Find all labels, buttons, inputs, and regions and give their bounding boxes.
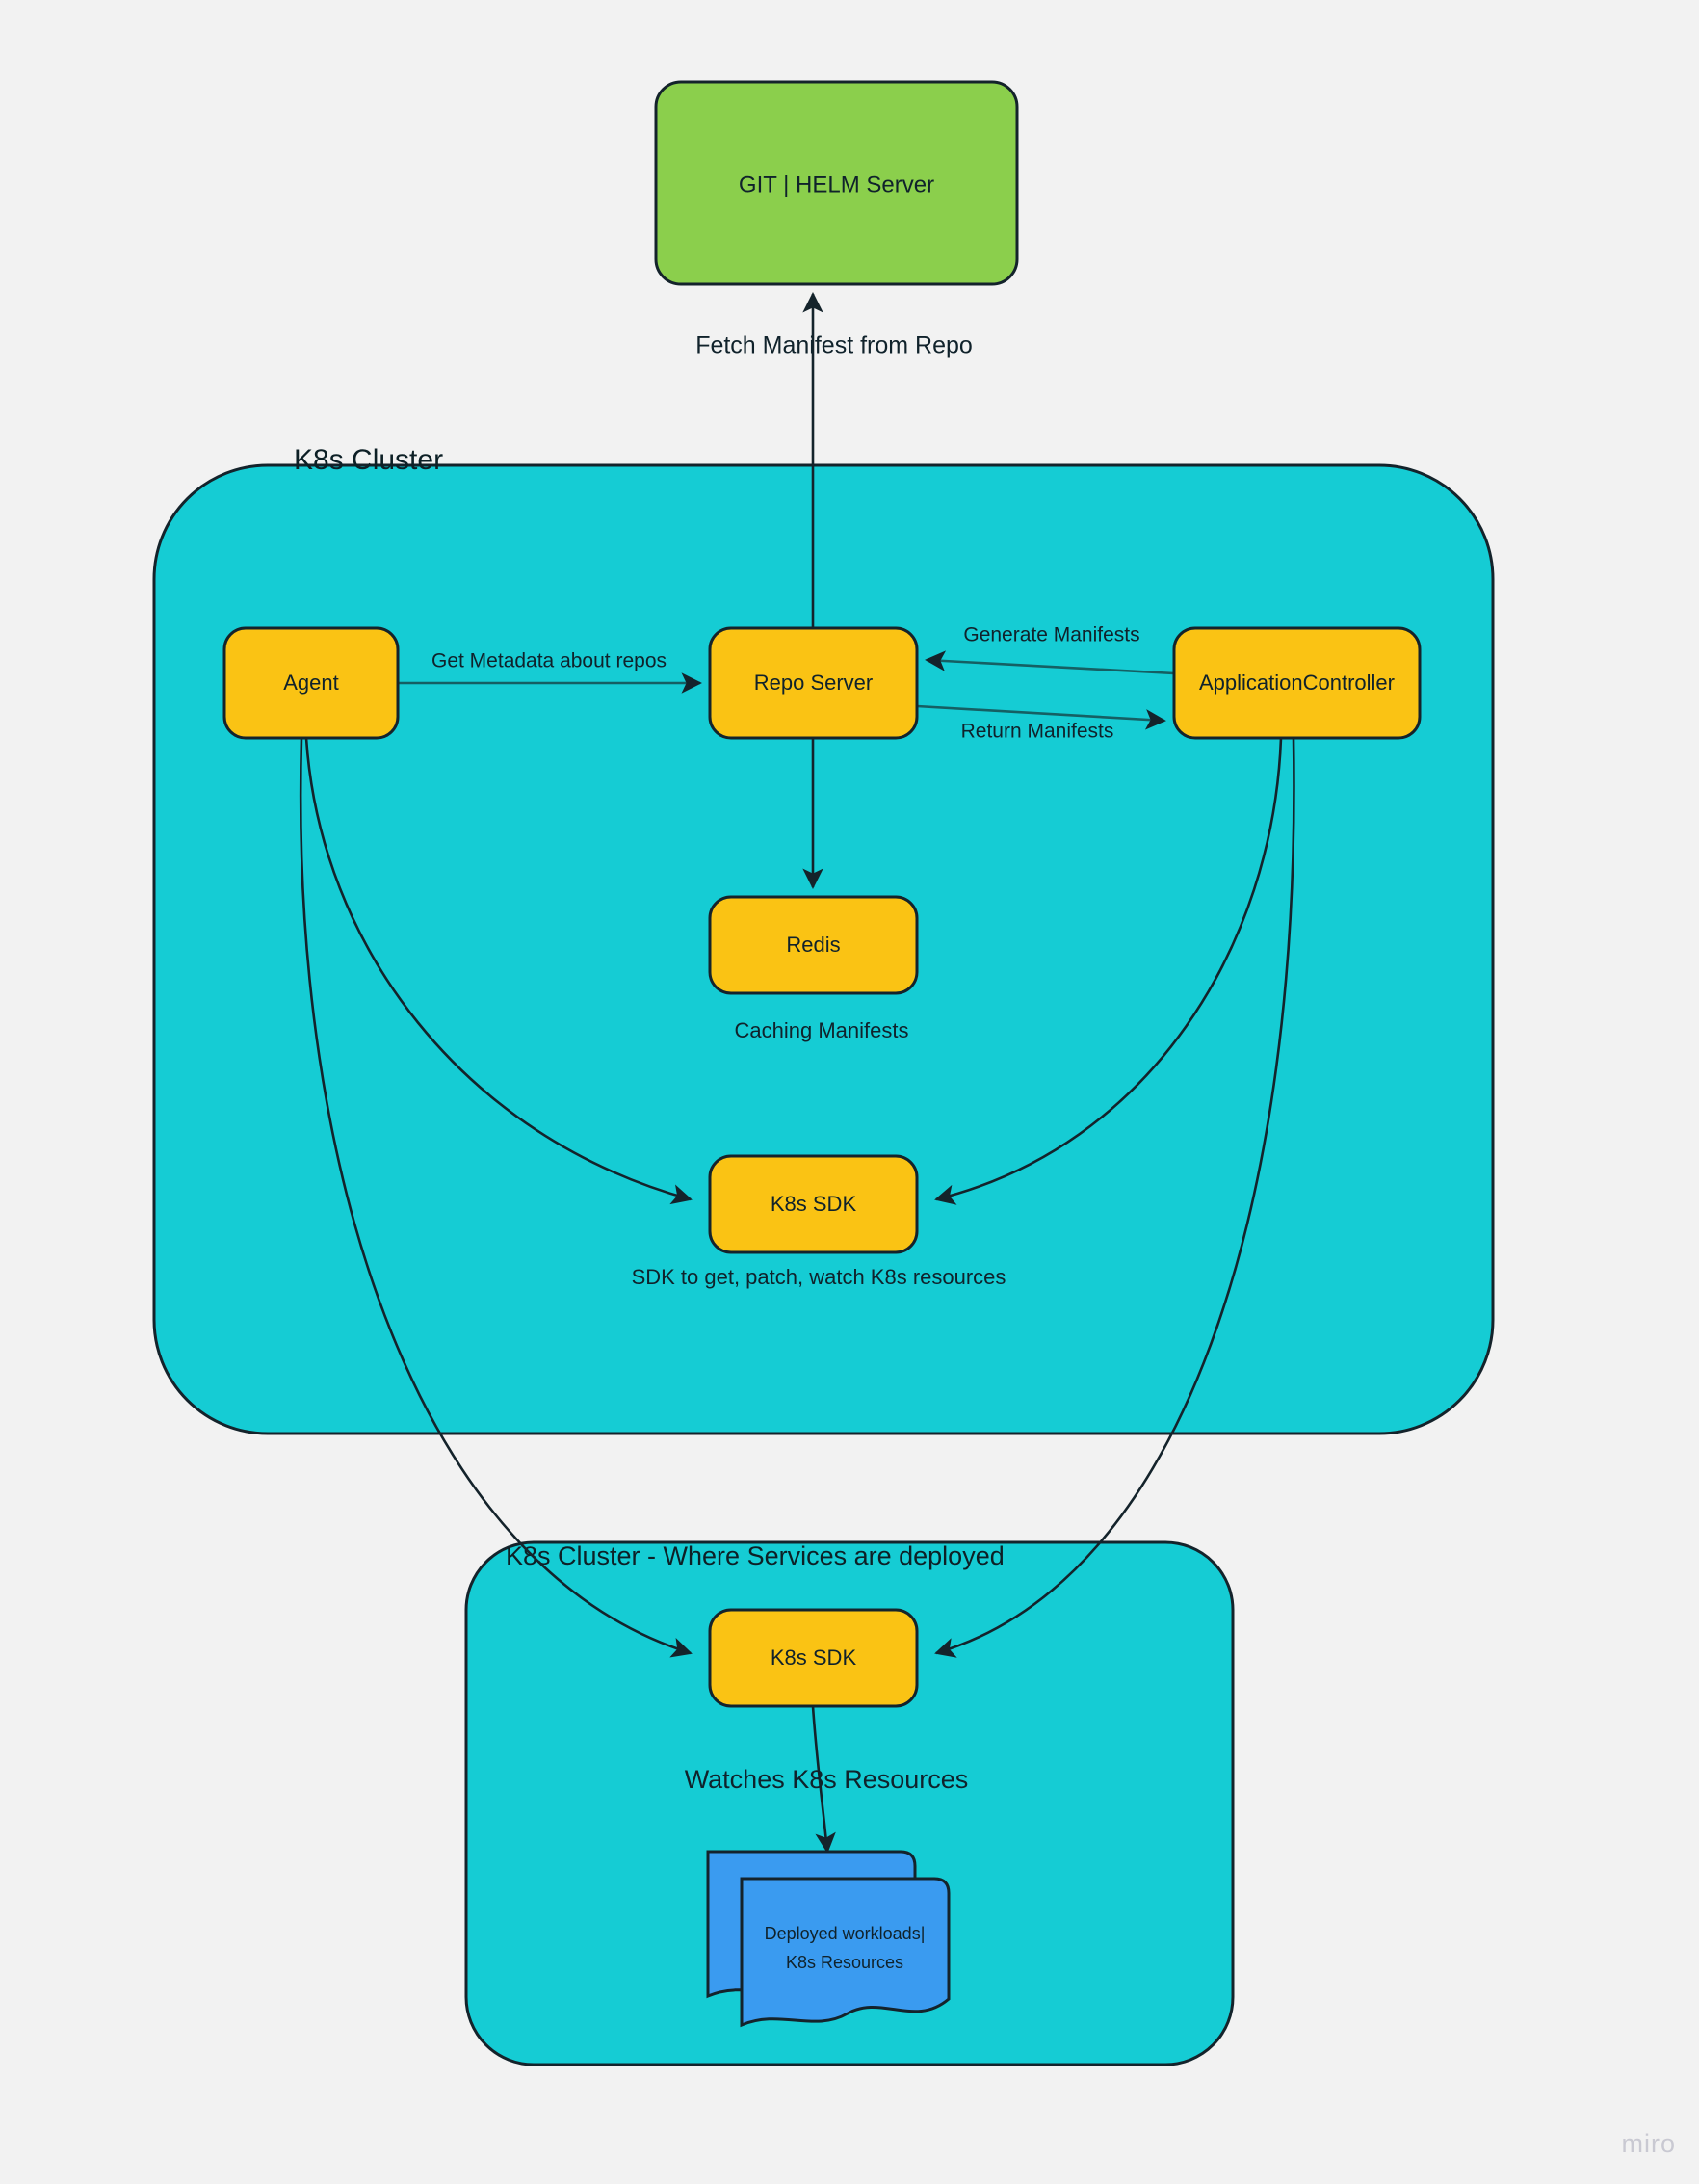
node-k8s-sdk-lower-label: K8s SDK	[771, 1645, 857, 1670]
edge-appctrl-to-sdk-lower-path	[934, 737, 1295, 1658]
cluster-k8s-cluster-services-title: K8s Cluster - Where Services are deploye…	[506, 1541, 1005, 1570]
node-deployed-workloads[interactable]: Deployed workloads| K8s Resources	[706, 1850, 951, 2028]
edge-agent-to-sdk-lower-path	[299, 737, 693, 1658]
edge-appctrl-to-sdk-upper-path	[934, 737, 1283, 1205]
node-application-controller-shape[interactable]	[1172, 626, 1422, 740]
caption-caching-manifests: Caching Manifests	[735, 1018, 909, 1042]
cluster-k8s-cluster-title: K8s Cluster	[294, 444, 443, 476]
edge-label-return-manifests: Return Manifests	[961, 721, 1114, 743]
edge-generate-manifests[interactable]	[925, 650, 1175, 675]
edge-return-manifests-path	[916, 704, 1166, 730]
edge-watches-k8s-resources-path	[811, 1705, 836, 1854]
edge-appctrl-to-sdk-upper[interactable]	[934, 737, 1283, 1205]
edge-appctrl-to-sdk-lower[interactable]	[934, 737, 1295, 1658]
node-k8s-sdk-upper-shape[interactable]	[708, 1154, 919, 1254]
edge-return-manifests[interactable]	[916, 704, 1166, 730]
node-k8s-sdk-upper-label: K8s SDK	[771, 1192, 857, 1216]
node-redis-label: Redis	[786, 933, 840, 957]
node-git-helm-server-shape[interactable]	[654, 80, 1019, 286]
node-k8s-sdk-upper[interactable]: K8s SDK	[708, 1154, 919, 1254]
node-k8s-sdk-lower[interactable]: K8s SDK	[708, 1608, 919, 1708]
node-deployed-workloads-line1: Deployed workloads|	[765, 1924, 926, 1943]
edge-agent-to-sdk-lower[interactable]	[299, 737, 693, 1658]
node-redis[interactable]: Redis	[708, 895, 919, 995]
node-agent-shape[interactable]	[222, 626, 400, 740]
node-repo-server-label: Repo Server	[754, 671, 874, 695]
edge-label-generate-manifests: Generate Manifests	[963, 624, 1139, 646]
node-application-controller[interactable]: ApplicationController	[1172, 626, 1422, 740]
node-repo-server[interactable]: Repo Server	[708, 626, 919, 740]
edge-label-get-metadata: Get Metadata about repos	[431, 650, 667, 672]
cluster-k8s-cluster-services-shape[interactable]	[464, 1540, 1235, 2066]
edge-agent-to-sdk-upper-path	[304, 737, 693, 1205]
node-application-controller-label: ApplicationController	[1199, 671, 1395, 695]
edge-watches-k8s-resources[interactable]	[811, 1705, 836, 1854]
node-deployed-workloads-line2: K8s Resources	[786, 1953, 903, 1972]
document-front-sheet[interactable]	[740, 1877, 951, 2028]
caption-sdk-purpose: SDK to get, patch, watch K8s resources	[632, 1265, 1006, 1289]
node-git-helm-server-label: GIT | HELM Server	[739, 171, 934, 197]
node-repo-server-shape[interactable]	[708, 626, 919, 740]
edge-label-watches-k8s-resources: Watches K8s Resources	[685, 1765, 969, 1794]
node-agent-label: Agent	[283, 671, 339, 695]
edge-label-fetch-manifest: Fetch Manifest from Repo	[695, 332, 973, 359]
cluster-k8s-cluster-services[interactable]: K8s Cluster - Where Services are deploye…	[464, 1540, 1235, 2066]
node-redis-shape[interactable]	[708, 895, 919, 995]
node-agent[interactable]: Agent	[222, 626, 400, 740]
edge-generate-manifests-path	[925, 650, 1175, 675]
miro-watermark: miro	[1621, 2129, 1676, 2158]
node-k8s-sdk-lower-shape[interactable]	[708, 1608, 919, 1708]
edge-agent-to-sdk-upper[interactable]	[304, 737, 693, 1205]
node-git-helm-server[interactable]: GIT | HELM Server	[654, 80, 1019, 286]
